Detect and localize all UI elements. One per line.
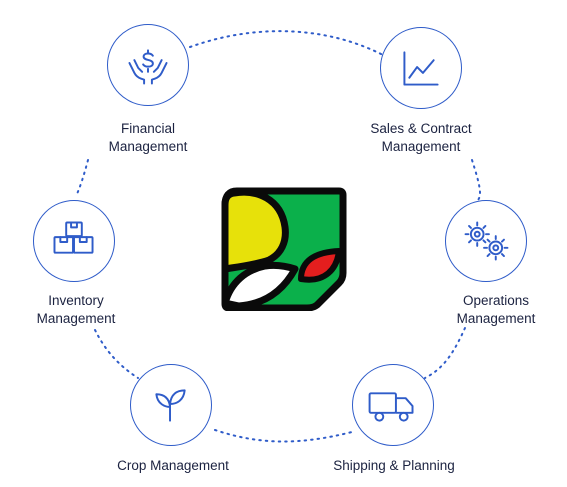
money-hands-icon bbox=[128, 49, 168, 85]
financial-node[interactable] bbox=[107, 24, 189, 106]
inventory-label: Inventory Management bbox=[28, 292, 124, 328]
operations-label: Operations Management bbox=[448, 292, 544, 328]
sales-label: Sales & Contract Management bbox=[358, 120, 484, 156]
sales-node[interactable] bbox=[380, 27, 462, 109]
inventory-label-line1: Inventory bbox=[48, 293, 104, 308]
boxes-icon bbox=[53, 221, 94, 254]
crop-label-line1: Crop Management bbox=[117, 458, 229, 473]
financial-label-line1: Financial bbox=[120, 121, 176, 136]
inventory-label-line2: Management bbox=[36, 311, 116, 326]
shipping-label-line1: Shipping & Planning bbox=[333, 458, 455, 473]
sales-label-line2: Management bbox=[381, 139, 461, 154]
operations-label-line1: Operations bbox=[462, 293, 530, 308]
sales-label-line1: Sales & Contract bbox=[370, 121, 472, 136]
operations-node[interactable] bbox=[445, 200, 527, 282]
operations-label-line2: Management bbox=[456, 311, 536, 326]
inventory-node[interactable] bbox=[33, 200, 115, 282]
line-chart-icon bbox=[403, 51, 439, 86]
crop-node[interactable] bbox=[130, 364, 212, 446]
gears-icon bbox=[464, 221, 509, 261]
sprout-icon bbox=[155, 389, 186, 422]
crop-label: Crop Management bbox=[110, 457, 236, 475]
leaf-brand-logo bbox=[221, 187, 347, 311]
financial-label-line2: Management bbox=[108, 139, 188, 154]
financial-label: Financial Management bbox=[104, 120, 192, 156]
shipping-node[interactable] bbox=[352, 364, 434, 446]
shipping-label: Shipping & Planning bbox=[330, 457, 458, 475]
truck-icon bbox=[368, 392, 414, 422]
